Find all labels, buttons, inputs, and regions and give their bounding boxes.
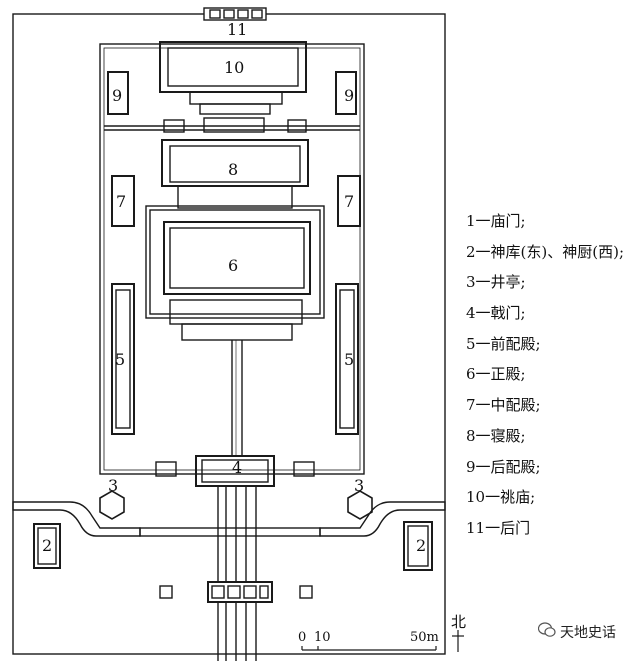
- label-2-west: 2: [42, 536, 53, 555]
- watermark: 天地史话: [537, 622, 616, 642]
- legend-item: 1一庙门;: [466, 212, 526, 230]
- hall-9-west: [107, 71, 129, 115]
- legend-item: 4一戟门;: [466, 304, 526, 323]
- gate-4: [155, 455, 315, 487]
- label-9-west: 9: [112, 86, 123, 105]
- label-5-west: 5: [115, 350, 126, 369]
- hall-9-east: [335, 71, 357, 115]
- label-7-west: 7: [116, 192, 127, 211]
- hall-7-west: [111, 175, 135, 227]
- hall-2-west: [33, 523, 61, 569]
- label-4: 4: [232, 458, 243, 477]
- label-10: 10: [224, 58, 245, 77]
- hall-8: [161, 139, 309, 209]
- legend-item: 7一中配殿;: [466, 396, 541, 415]
- legend: 1一庙门; 2一神库(东)、神厨(西); 3一井亭; 4一戟门; 5一前配殿; …: [466, 206, 640, 544]
- scale-bar: [301, 646, 437, 651]
- label-9-east: 9: [344, 86, 355, 105]
- legend-item: 3一井亭;: [466, 273, 526, 292]
- label-5-east: 5: [344, 350, 355, 369]
- label-7-east: 7: [344, 192, 355, 211]
- label-6: 6: [228, 256, 239, 275]
- scale-ten: 10: [314, 630, 331, 645]
- legend-item: 5一前配殿;: [466, 334, 541, 353]
- legend-item: 8一寝殿;: [466, 426, 526, 445]
- legend-item: 9一后配殿;: [466, 457, 541, 476]
- label-2-east: 2: [416, 536, 427, 555]
- label-3-west: 3: [108, 476, 119, 495]
- legend-item: 2一神库(东)、神厨(西);: [466, 242, 625, 261]
- label-8: 8: [228, 160, 239, 179]
- hall-2-east: [403, 521, 433, 571]
- hall-6: [163, 221, 311, 295]
- north-arrow-icon: [452, 630, 464, 652]
- north-label: 北: [451, 613, 467, 631]
- inner-wall: [99, 43, 365, 475]
- scale-zero: 0: [298, 630, 307, 645]
- hall-5-east: [335, 283, 359, 435]
- scale-fifty: 50m: [410, 630, 439, 645]
- label-11: 11: [227, 20, 248, 39]
- legend-item: 10一祧庙;: [466, 488, 536, 507]
- legend-item: 11一后门: [466, 518, 531, 537]
- well-pavilion-east: [347, 490, 373, 520]
- wechat-icon: [537, 622, 556, 642]
- legend-item: 6一正殿;: [466, 365, 526, 384]
- label-3-east: 3: [354, 476, 365, 495]
- well-pavilion-west: [99, 490, 125, 520]
- rear-gate-11: [203, 7, 267, 21]
- gate-1: [159, 581, 313, 603]
- outer-wall: [12, 13, 446, 655]
- rear-court-gates: [163, 117, 307, 133]
- hall-7-east: [337, 175, 361, 227]
- watermark-text: 天地史话: [560, 625, 616, 641]
- hall-5-west: [111, 283, 135, 435]
- hall-10: [159, 41, 307, 115]
